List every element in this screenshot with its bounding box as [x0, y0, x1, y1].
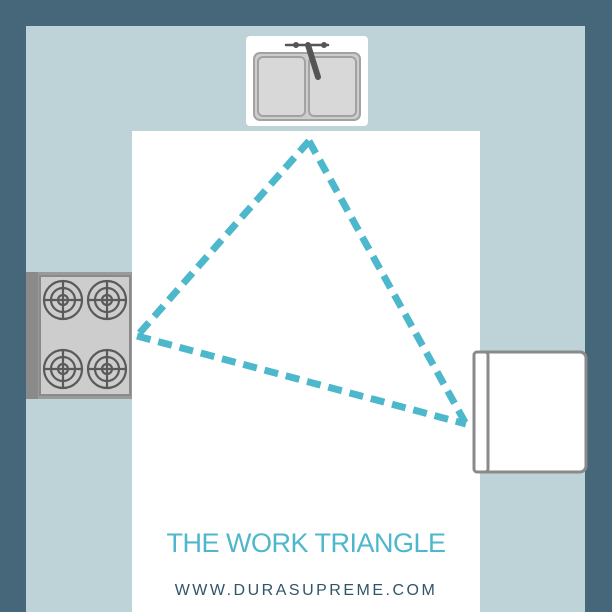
website-url: WWW.DURASUPREME.COM: [174, 582, 438, 599]
work-triangle: [134, 138, 470, 428]
diagram-title: THE WORK TRIANGLE: [166, 528, 446, 558]
refrigerator-icon: [472, 350, 588, 474]
stove-icon: [26, 272, 132, 399]
sink-icon: [246, 36, 368, 126]
kitchen-floor: [132, 131, 480, 612]
